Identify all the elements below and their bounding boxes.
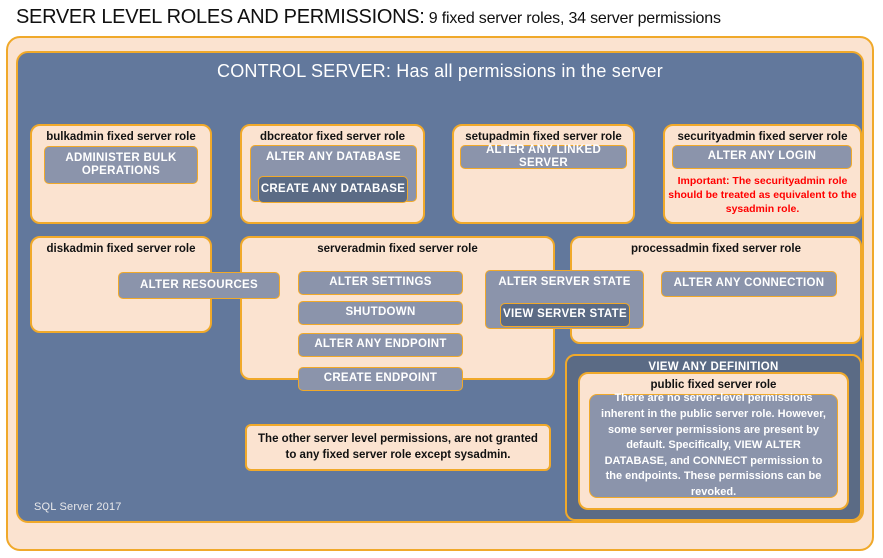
public-role-description: There are no server-level permissions in…	[589, 392, 838, 498]
permission-alter-any-linked-server[interactable]: ALTER ANY LINKED SERVER	[460, 144, 627, 169]
permission-alter-any-endpoint[interactable]: ALTER ANY ENDPOINT	[298, 333, 463, 357]
securityadmin-important-note: Important: The securityadmin role should…	[668, 175, 857, 215]
permission-alter-any-login[interactable]: ALTER ANY LOGIN	[672, 145, 852, 169]
role-title-securityadmin: securityadmin fixed server role	[677, 131, 848, 143]
permission-administer-bulk-operations[interactable]: ADMINISTER BULK OPERATIONS	[44, 146, 198, 184]
permission-create-endpoint[interactable]: CREATE ENDPOINT	[298, 367, 463, 391]
page-title: SERVER LEVEL ROLES AND PERMISSIONS: 9 fi…	[16, 6, 866, 32]
permission-alter-resources[interactable]: ALTER RESOURCES	[118, 272, 280, 299]
role-title-bulkadmin: bulkadmin fixed server role	[46, 131, 196, 143]
other-permissions-note: The other server level permissions, are …	[245, 424, 551, 471]
role-title-dbcreator: dbcreator fixed server role	[259, 131, 406, 143]
role-card-setupadmin[interactable]: setupadmin fixed server role	[452, 124, 635, 224]
permission-shutdown[interactable]: SHUTDOWN	[298, 301, 463, 325]
sql-server-version-label: SQL Server 2017	[34, 501, 122, 513]
permission-alter-any-connection[interactable]: ALTER ANY CONNECTION	[661, 271, 837, 297]
page-title-strong: SERVER LEVEL ROLES AND PERMISSIONS:	[16, 6, 425, 28]
role-title-serveradmin: serveradmin fixed server role	[317, 243, 478, 255]
role-card-securityadmin[interactable]: securityadmin fixed server role	[663, 124, 862, 224]
role-title-processadmin: processadmin fixed server role	[630, 243, 802, 255]
role-title-diskadmin: diskadmin fixed server role	[46, 243, 196, 255]
permission-view-any-definition[interactable]: VIEW ANY DEFINITION	[648, 361, 779, 373]
permission-alter-settings[interactable]: ALTER SETTINGS	[298, 271, 463, 295]
role-title-public: public fixed server role	[650, 379, 777, 391]
permission-create-any-database[interactable]: CREATE ANY DATABASE	[258, 176, 408, 203]
control-server-label: CONTROL SERVER: Has all permissions in t…	[217, 61, 663, 81]
permission-view-server-state[interactable]: VIEW SERVER STATE	[500, 303, 630, 327]
page-title-rest: 9 fixed server roles, 34 server permissi…	[424, 10, 721, 27]
role-title-setupadmin: setupadmin fixed server role	[465, 131, 622, 143]
